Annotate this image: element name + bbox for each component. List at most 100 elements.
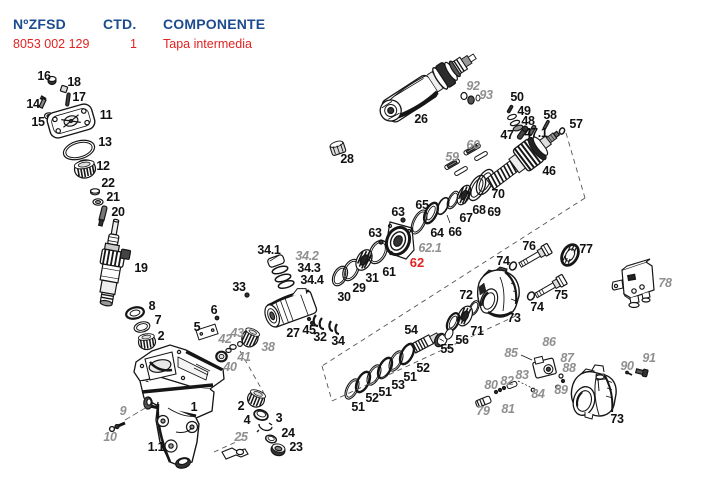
svg-text:88: 88 [562, 361, 576, 375]
svg-text:34: 34 [331, 334, 345, 348]
svg-text:93: 93 [479, 88, 493, 102]
svg-text:51: 51 [403, 370, 417, 384]
svg-text:27: 27 [286, 326, 300, 340]
svg-text:67: 67 [459, 211, 473, 225]
svg-text:41: 41 [236, 350, 251, 364]
svg-text:51: 51 [351, 400, 365, 414]
svg-text:34.4: 34.4 [300, 273, 323, 287]
svg-text:63: 63 [368, 226, 382, 240]
svg-text:1: 1 [191, 400, 198, 414]
svg-text:1.1: 1.1 [148, 440, 165, 454]
svg-text:47: 47 [500, 128, 514, 142]
svg-text:47.1: 47.1 [524, 126, 547, 140]
svg-text:25: 25 [233, 430, 249, 444]
svg-text:70: 70 [491, 187, 505, 201]
svg-text:64: 64 [430, 226, 444, 240]
svg-text:73: 73 [507, 311, 521, 325]
svg-text:52: 52 [416, 361, 430, 375]
svg-text:54: 54 [404, 323, 418, 337]
svg-text:22: 22 [101, 176, 115, 190]
svg-text:30: 30 [337, 290, 351, 304]
svg-text:90: 90 [620, 359, 634, 373]
svg-text:91: 91 [642, 351, 656, 365]
svg-text:34.1: 34.1 [257, 243, 280, 257]
svg-text:62.1: 62.1 [418, 241, 441, 255]
svg-text:11: 11 [100, 108, 113, 122]
svg-text:7: 7 [155, 313, 162, 327]
svg-text:82: 82 [500, 374, 514, 388]
svg-text:2: 2 [238, 399, 245, 413]
svg-text:24: 24 [281, 426, 295, 440]
svg-text:18: 18 [67, 75, 81, 89]
svg-text:43: 43 [229, 326, 244, 340]
svg-text:69: 69 [487, 205, 501, 219]
svg-text:74: 74 [496, 254, 510, 268]
svg-text:83: 83 [515, 368, 529, 382]
svg-text:50: 50 [510, 90, 524, 104]
svg-text:16: 16 [37, 69, 51, 83]
svg-text:26: 26 [414, 112, 428, 126]
svg-text:86: 86 [542, 335, 557, 349]
svg-text:23: 23 [289, 440, 303, 454]
svg-text:65: 65 [415, 198, 429, 212]
svg-text:68: 68 [472, 203, 486, 217]
svg-text:58: 58 [543, 108, 557, 122]
svg-text:17: 17 [72, 90, 86, 104]
svg-text:79: 79 [476, 404, 490, 418]
svg-text:31: 31 [365, 271, 379, 285]
svg-text:28: 28 [340, 152, 354, 166]
svg-text:87: 87 [560, 351, 575, 365]
svg-text:34.3: 34.3 [297, 261, 320, 275]
svg-text:55: 55 [440, 342, 454, 356]
svg-text:85: 85 [504, 346, 519, 360]
svg-text:92: 92 [466, 79, 480, 93]
svg-text:19: 19 [134, 261, 148, 275]
svg-text:48: 48 [521, 114, 535, 128]
svg-text:89: 89 [554, 383, 568, 397]
svg-text:10: 10 [103, 430, 117, 444]
svg-text:80: 80 [484, 378, 498, 392]
svg-text:61: 61 [382, 265, 396, 279]
svg-text:76: 76 [522, 239, 536, 253]
svg-text:73: 73 [610, 412, 624, 426]
svg-text:21: 21 [106, 190, 120, 204]
svg-text:2: 2 [158, 329, 165, 343]
svg-text:49: 49 [517, 104, 531, 118]
svg-text:52: 52 [365, 391, 379, 405]
svg-text:56: 56 [455, 333, 469, 347]
svg-text:42: 42 [217, 332, 232, 346]
svg-text:9: 9 [120, 404, 127, 418]
svg-text:62: 62 [410, 255, 424, 270]
svg-text:84: 84 [531, 387, 545, 401]
svg-text:59: 59 [445, 150, 459, 164]
svg-text:46: 46 [542, 164, 556, 178]
svg-text:81: 81 [501, 402, 515, 416]
svg-text:6: 6 [211, 303, 218, 317]
svg-text:29: 29 [352, 281, 366, 295]
svg-text:77: 77 [579, 242, 593, 256]
svg-text:66: 66 [448, 225, 462, 239]
svg-text:12: 12 [96, 159, 110, 173]
svg-text:74: 74 [530, 300, 544, 314]
svg-text:14: 14 [26, 97, 40, 111]
svg-text:20: 20 [111, 205, 125, 219]
svg-text:45: 45 [302, 323, 316, 337]
svg-text:5: 5 [194, 320, 201, 334]
svg-text:13: 13 [98, 135, 112, 149]
svg-text:8: 8 [149, 299, 156, 313]
svg-text:63: 63 [391, 205, 405, 219]
svg-text:78: 78 [658, 276, 672, 290]
svg-text:15: 15 [31, 115, 45, 129]
svg-text:4: 4 [244, 413, 251, 427]
svg-text:3: 3 [276, 411, 283, 425]
svg-text:40: 40 [222, 360, 237, 374]
svg-text:51: 51 [378, 385, 392, 399]
svg-text:32: 32 [313, 330, 327, 344]
svg-text:72: 72 [459, 288, 473, 302]
svg-text:33: 33 [232, 280, 246, 294]
svg-text:53: 53 [391, 378, 405, 392]
svg-text:60: 60 [466, 138, 480, 152]
svg-text:75: 75 [554, 288, 568, 302]
svg-text:34.2: 34.2 [295, 249, 318, 263]
svg-text:71: 71 [470, 324, 484, 338]
